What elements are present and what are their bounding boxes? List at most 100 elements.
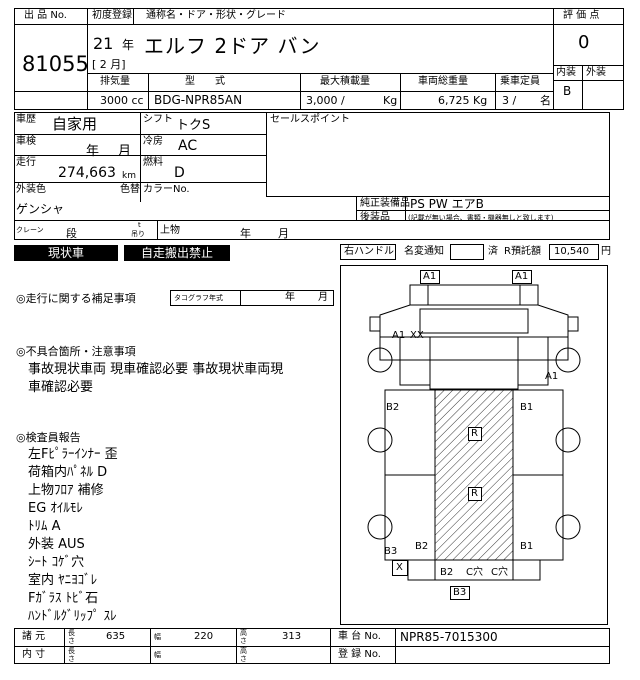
fuel-type: D [174,165,185,181]
color-code-label: カラーNo. [143,184,190,195]
inspection-month: 月 [118,144,132,159]
tachograph-year: 年 [285,292,295,303]
crane-lift-unit: 吊り [131,230,145,238]
lot-number: 81055 [22,52,89,76]
gross-weight: 6,725 Kg [438,94,488,107]
mark-box [512,270,532,284]
recycle-paid: 済 [488,246,498,257]
tachograph-month: 月 [318,292,328,303]
name-change-label: 名変通知 [404,246,444,257]
current-condition-badge: 現状車 [14,245,118,261]
ac-value: AC [178,138,198,154]
driving-notes-label: ◎走行に関する補足事項 [16,292,136,305]
dimensions-label: 諸 元 [22,631,46,642]
aftermarket-label: 後装品 [360,212,390,223]
defects-label: ◎不具合箇所・注意事項 [16,345,136,358]
height-value: 313 [282,631,302,642]
recycle-deposit-label: R預託額 [504,246,541,257]
right-hand-box [340,244,396,260]
inspector-line: 室内 ﾔﾆﾖｺﾞﾚ [28,573,98,588]
capacity-label: 乗車定員 [500,76,540,87]
crane-ton-unit: t [138,221,141,229]
damage-mark: R [471,428,478,439]
capacity: 3 / [502,94,517,107]
damage-mark: B3 [384,546,398,557]
damage-mark: X [396,562,403,573]
damage-mark: A1 [423,271,437,282]
model-grade-label: 通称名・ドア・形状・グレード [146,10,286,21]
aftermarket-note: (記載が無い場合、書類・機器無しと致します) [408,214,554,222]
upper-body-label: 上物 [160,225,180,236]
inspection-year: 年 [86,144,100,159]
crane-stages-unit: 段 [66,227,77,240]
registration-year: 21 [93,34,114,53]
auction-score: 0 [578,32,590,53]
mileage-unit: km [122,171,136,181]
tachograph-box [170,290,334,306]
deposit-box [549,244,599,260]
inspector-line: ｼｰﾄ ｺｹﾞ穴 [28,555,85,570]
shift-type: トクS [176,118,211,133]
inspector-line: 左Fﾋﾟﾗｰｲﾝﾅｰ 歪 [28,447,118,462]
upper-body-year: 年 [240,227,251,240]
inspector-line: ﾊﾝﾄﾞﾙｸﾞﾘｯﾌﾟ ｽﾚ [28,609,117,624]
inspector-line: 上物ﾌﾛｱ 補修 [28,483,104,498]
score-label: 評 価 点 [563,10,600,21]
upper-body-month: 月 [278,227,289,240]
registration-number-label: 登 録 No. [338,649,381,660]
registration-year-unit: 年 [122,38,135,52]
damage-mark: C穴 [466,567,483,578]
exterior-color-label: 外装色 [16,184,46,195]
damage-mark: B1 [520,541,534,552]
damage-mark: A1 [545,371,559,382]
damage-mark: XX [410,330,424,341]
chassis-number-label: 車 台 No. [338,631,381,642]
name-change-box [450,244,484,260]
chassis-number: NPR85-7015300 [400,630,498,644]
recycle-deposit: 10,540 [554,246,589,257]
interior-width-label: 幅 [154,651,161,659]
damage-mark: B2 [415,541,429,552]
sales-point-label: セールスポイント [270,114,350,125]
interior-dimensions-label: 内 寸 [22,649,46,660]
inspector-line: 外装 AUS [28,537,85,552]
right-hand-drive: 右ハンドル [344,246,394,257]
defect-line: 事故現状車両 現車確認必要 事故現状車両現 [28,362,284,377]
mileage-label: 走行 [16,157,36,168]
damage-mark: R [471,488,478,499]
exterior-grade-label: 外装 [586,67,606,78]
mark-box [392,560,408,576]
car-name: エルフ 2ドア バン [144,34,321,58]
damage-mark: B1 [520,402,534,413]
history-label: 車歴 [16,114,36,125]
damage-mark: A1 [515,271,529,282]
color-change-label: 色替 [120,184,140,195]
no-self-drive-badge: 自走搬出禁止 [124,245,230,261]
equipment-label: 純正装備品 [360,198,410,209]
max-load-label: 最大積載量 [320,76,370,87]
model-code: BDG-NPR85AN [154,93,243,107]
exterior-color: ゲンシャ [16,202,65,216]
damage-mark: B2 [386,402,400,413]
interior-length-label: 長さ [68,647,75,663]
length-value: 635 [106,631,126,642]
inspector-report-label: ◎検査員報告 [16,431,81,444]
crane-label: クレーン [16,226,44,234]
registration-month: [ 2 月] [92,58,126,71]
lot-number-label: 出 品 No. [24,10,67,21]
equipment: PS PW エアB [410,197,484,211]
displacement: 3000 cc [100,94,144,107]
gross-weight-label: 車両総重量 [418,76,468,87]
truck-diagram [367,284,581,581]
mark-box [420,270,440,284]
width-value: 220 [194,631,214,642]
inspector-line: EG ｵｲﾙﾓﾚ [28,501,83,516]
model-label: 型 式 [185,76,225,87]
shift-label: シフト [143,114,173,125]
first-registration-label: 初度登録 [92,10,132,21]
damage-mark: B2 [440,567,454,578]
interior-height-label: 高さ [240,647,247,663]
interior-grade: B [563,84,572,98]
inspection-label: 車検 [16,136,36,147]
fuel-label: 燃料 [143,157,163,168]
